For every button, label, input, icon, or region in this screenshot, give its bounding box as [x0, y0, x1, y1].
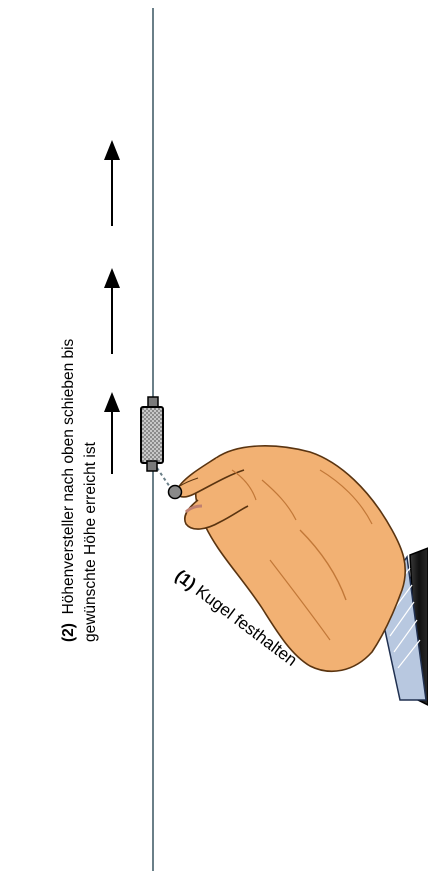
step2-text-line1: Höhenversteller nach oben schieben bis — [60, 338, 77, 615]
step2-text-line2: gewünschte Höhe erreicht ist — [82, 442, 99, 642]
arrow-up-icon — [104, 268, 120, 354]
arrow-up-icon — [104, 392, 120, 474]
step2-number: (2) — [60, 623, 77, 642]
cord-dashed-segment — [156, 467, 173, 491]
ball-icon — [167, 484, 183, 500]
height-adjuster-icon — [140, 396, 164, 472]
hand-icon — [176, 445, 428, 706]
arrow-up-icon — [104, 140, 120, 226]
step2-caption: (2) Höhenversteller nach oben schieben b… — [58, 42, 102, 642]
step2-line2: gewünschte Höhe erreicht ist — [80, 42, 102, 642]
step2-line1: (2) Höhenversteller nach oben schieben b… — [58, 42, 80, 642]
